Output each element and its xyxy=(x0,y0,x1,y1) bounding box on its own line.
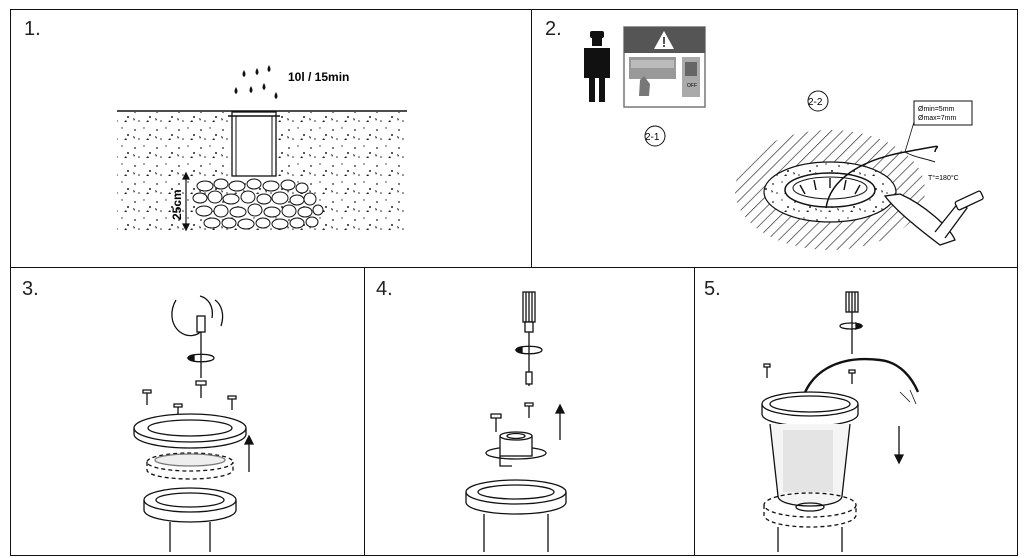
raindrop-icon xyxy=(234,65,278,99)
cable-min-spec: Ømin=5mm xyxy=(918,106,955,113)
screw-icon xyxy=(142,380,237,418)
depth-dimension-arrow xyxy=(182,171,190,232)
depth-label: 25cm xyxy=(170,189,184,220)
panel-grid xyxy=(10,9,1018,556)
step-3-diagram xyxy=(133,295,255,552)
step-2-number: 2. xyxy=(545,18,562,40)
drainage-rate-label: 10l / 15min xyxy=(288,70,349,84)
cable-max-spec: Ømax=7mm xyxy=(918,115,956,122)
temperature-label: T°=180°C xyxy=(928,174,959,182)
step-5-number: 5. xyxy=(704,278,721,300)
substep-2-2-label: 2-2 xyxy=(808,97,823,108)
step-5-diagram xyxy=(761,291,920,552)
step-1-diagram xyxy=(117,65,407,232)
step-4-number: 4. xyxy=(376,278,393,300)
heat-gun-tool xyxy=(883,190,984,246)
down-arrow-icon xyxy=(893,426,905,465)
step-4-diagram xyxy=(465,291,567,552)
up-arrow-icon xyxy=(243,434,255,472)
drainage-gravel xyxy=(192,178,324,230)
screwdriver-icon xyxy=(522,291,536,386)
substep-2-1-label: 2-1 xyxy=(645,132,660,143)
warning-panel xyxy=(623,26,706,108)
off-switch-label: OFF xyxy=(687,83,697,89)
step-2-diagram xyxy=(584,26,984,250)
step-3-number: 3. xyxy=(22,278,39,300)
step-1-number: 1. xyxy=(24,18,41,40)
worker-icon xyxy=(584,31,610,102)
